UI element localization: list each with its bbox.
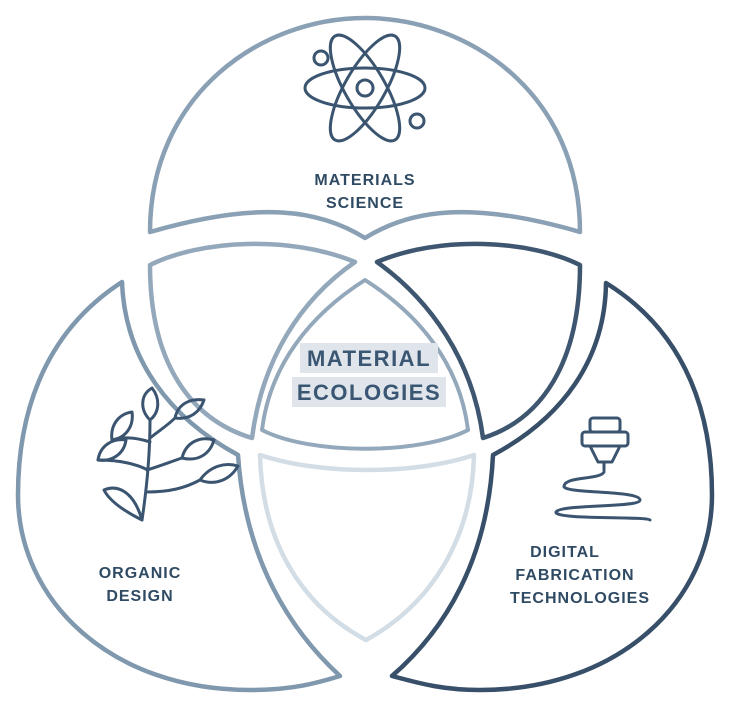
materials-science-line-1: MATERIALS [314, 172, 415, 189]
intersection-top-right [374, 241, 583, 441]
atom-icon [303, 33, 427, 143]
3d-printer-icon [554, 416, 652, 522]
center-highlight-2 [292, 377, 446, 407]
materials-science-lobe [147, 15, 583, 241]
plant-icon [96, 386, 240, 522]
organic-design-lobe [15, 279, 343, 693]
digital-fabrication-line-2: FABRICATION [515, 567, 634, 584]
material-ecologies-line-1: MATERIAL [307, 346, 431, 371]
center-highlight-1 [300, 343, 438, 373]
materials-science-line-2: SCIENCE [326, 195, 404, 212]
digital-fabrication-line-1: DIGITAL [530, 544, 600, 561]
digital-fabrication-label: DIGITAL FABRICATION TECHNOLOGIES [510, 544, 650, 607]
digital-fabrication-lobe [389, 280, 715, 693]
organic-design-line-2: DESIGN [106, 588, 173, 605]
material-ecologies-line-2: ECOLOGIES [297, 380, 441, 405]
organic-design-line-1: ORGANIC [99, 565, 182, 582]
organic-design-label: ORGANIC DESIGN [99, 565, 182, 605]
intersection-top-left [147, 241, 358, 441]
materials-science-label: MATERIALS SCIENCE [314, 172, 415, 212]
material-ecologies-label: MATERIAL ECOLOGIES [292, 343, 446, 407]
intersection-bottom [257, 452, 477, 643]
digital-fabrication-line-3: TECHNOLOGIES [510, 590, 650, 607]
